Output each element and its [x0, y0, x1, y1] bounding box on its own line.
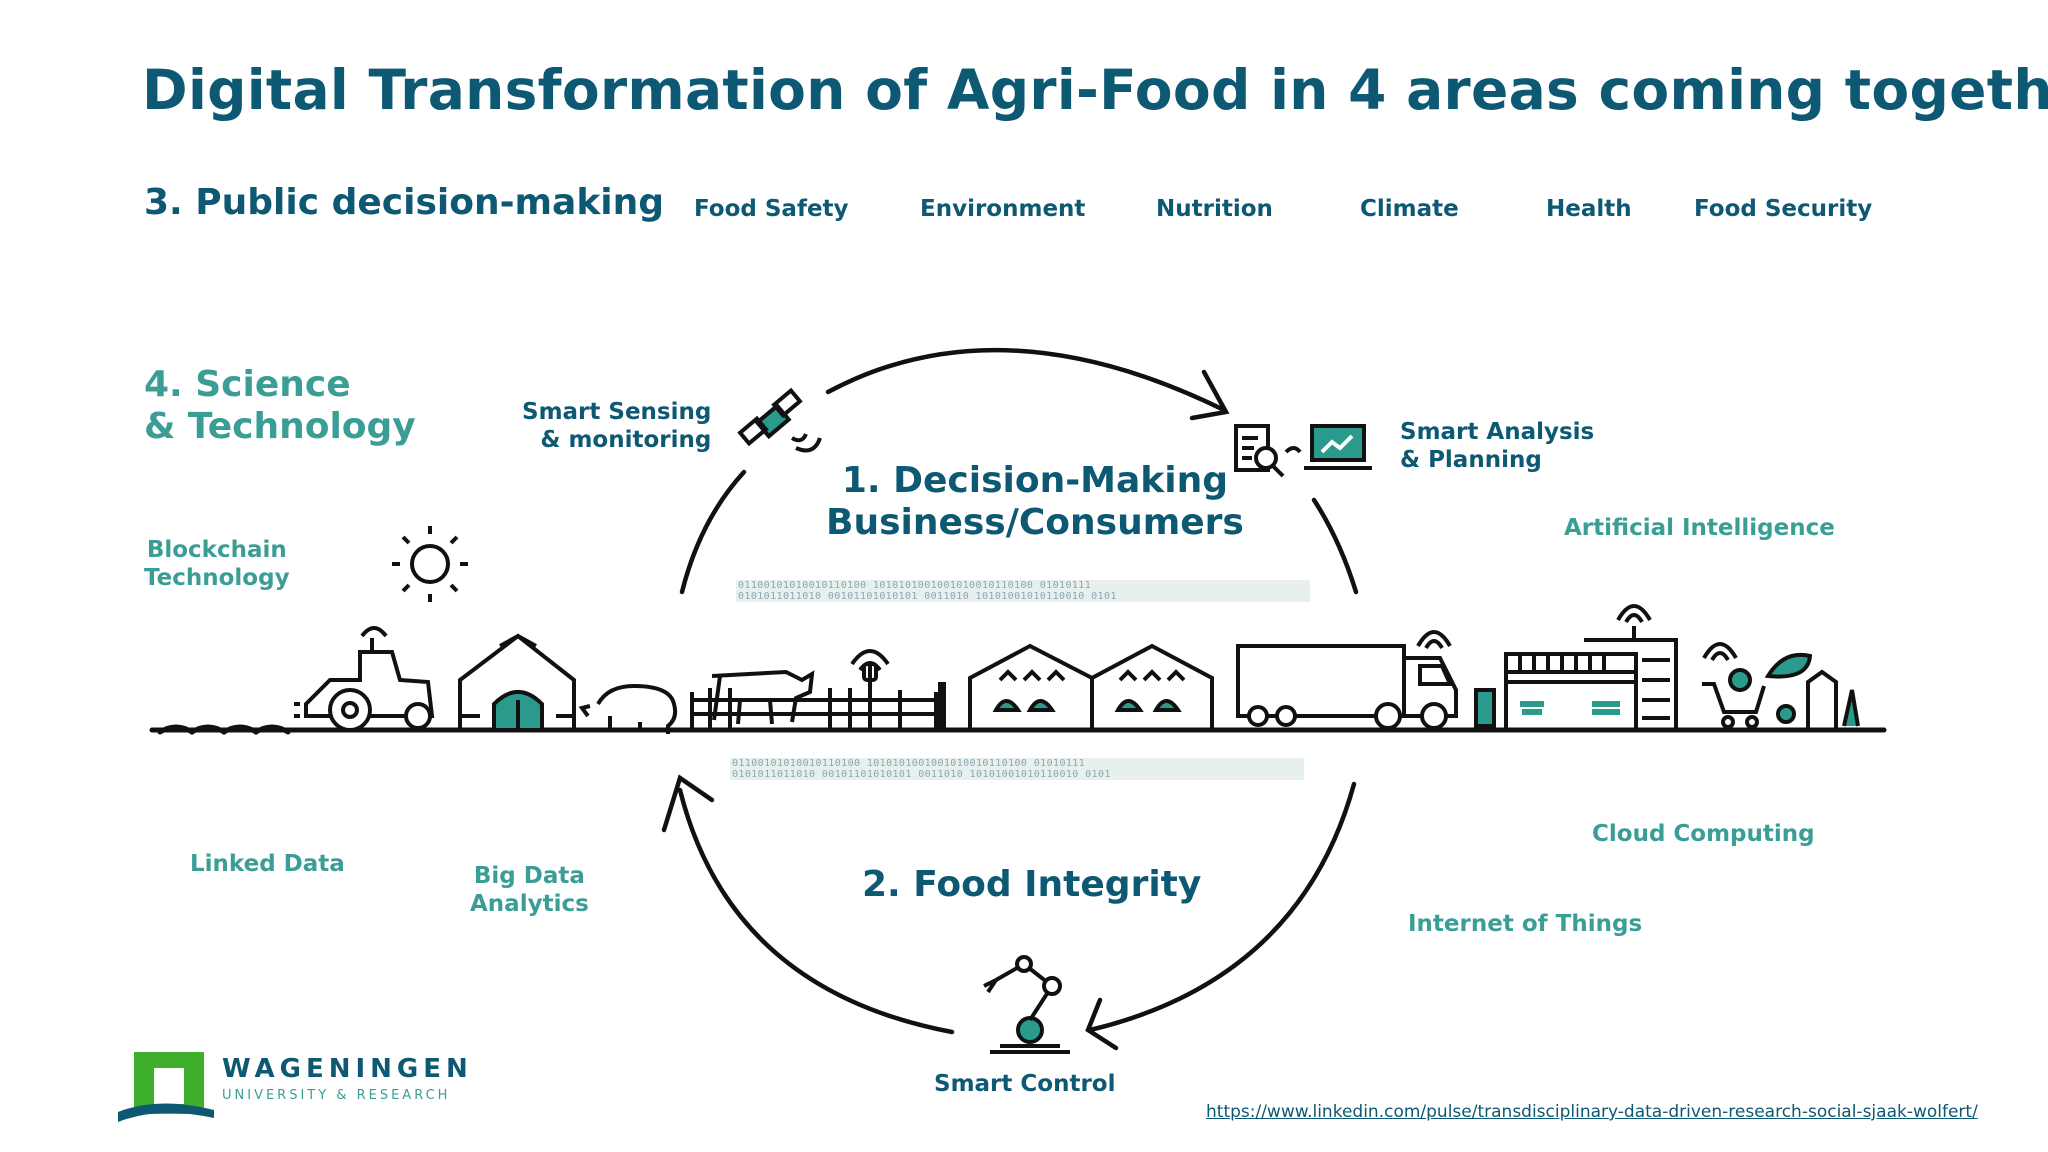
- smart-analysis-line2: & Planning: [1400, 446, 1594, 474]
- greenhouses-icon: [970, 646, 1212, 730]
- tech-iot: Internet of Things: [1408, 910, 1642, 938]
- logo-name: WAGENINGEN: [222, 1054, 473, 1084]
- pig-icon: [582, 686, 675, 734]
- smart-sensing-line1: Smart Sensing: [522, 398, 711, 426]
- robot-arm-icon: [984, 957, 1070, 1052]
- arc-upper-left: [682, 472, 744, 592]
- binary-row: 0101011011010 00101101010101 0011010 101…: [738, 591, 1117, 602]
- topic-climate: Climate: [1360, 196, 1459, 222]
- fence-and-cow: [692, 651, 944, 730]
- smart-sensing-label: Smart Sensing & monitoring: [522, 398, 711, 454]
- topic-environment: Environment: [920, 196, 1085, 222]
- watermelon-icon: [1768, 655, 1810, 677]
- arc-lower-left: [680, 790, 952, 1032]
- tech-blockchain-line1: Blockchain: [144, 536, 290, 564]
- logo-subtitle: UNIVERSITY & RESEARCH: [222, 1088, 450, 1103]
- arc-top-arrow: [828, 350, 1224, 410]
- tech-big-data: Big Data Analytics: [470, 862, 589, 918]
- source-link[interactable]: https://www.linkedin.com/pulse/transdisc…: [1206, 1102, 1978, 1122]
- decision-making-line2: Business/Consumers: [826, 502, 1244, 544]
- binary-row: 01100101010010110100 1010101001001010010…: [738, 580, 1117, 591]
- tech-linked-data: Linked Data: [190, 850, 345, 878]
- binary-band-bg: [730, 580, 1310, 780]
- shop-icon: [1476, 606, 1676, 730]
- smart-analysis-line1: Smart Analysis: [1400, 418, 1594, 446]
- topic-nutrition: Nutrition: [1156, 196, 1273, 222]
- tech-blockchain-line2: Technology: [144, 564, 290, 592]
- truck-icon: [1238, 632, 1456, 728]
- wur-logo-mark: [118, 1052, 214, 1122]
- satellite-icon: [740, 391, 820, 451]
- smart-analysis-label: Smart Analysis & Planning: [1400, 418, 1594, 474]
- food-integrity-label: 2. Food Integrity: [862, 864, 1201, 906]
- tech-big-data-line2: Analytics: [470, 890, 589, 918]
- arc-upper-right: [1314, 500, 1356, 592]
- smart-control-label: Smart Control: [934, 1070, 1115, 1098]
- public-decision-heading: 3. Public decision-making: [144, 182, 664, 223]
- binary-row: 0101011011010 00101101010101 0011010 101…: [732, 769, 1111, 780]
- tractor-icon: [294, 628, 432, 730]
- binary-band-top: 01100101010010110100 1010101001001010010…: [738, 580, 1117, 602]
- sun-icon: [392, 526, 468, 602]
- smart-sensing-line2: & monitoring: [522, 426, 711, 454]
- tech-big-data-line1: Big Data: [470, 862, 589, 890]
- tech-ai: Artificial Intelligence: [1564, 514, 1835, 542]
- binary-row: 01100101010010110100 1010101001001010010…: [732, 758, 1111, 769]
- topic-food-security: Food Security: [1694, 196, 1872, 222]
- science-heading-line1: 4. Science: [144, 364, 416, 406]
- arc-lower-right: [1090, 784, 1354, 1030]
- decision-making-label: 1. Decision-Making Business/Consumers: [826, 460, 1244, 544]
- science-heading-line2: & Technology: [144, 406, 416, 448]
- decision-making-line1: 1. Decision-Making: [826, 460, 1244, 502]
- topic-food-safety: Food Safety: [694, 196, 849, 222]
- tech-blockchain: Blockchain Technology: [144, 536, 290, 592]
- tech-cloud: Cloud Computing: [1592, 820, 1815, 848]
- page-title: Digital Transformation of Agri-Food in 4…: [142, 58, 2048, 122]
- binary-band-bottom: 01100101010010110100 1010101001001010010…: [732, 758, 1111, 780]
- cart-and-produce-icon: [1702, 644, 1858, 730]
- topic-health: Health: [1546, 196, 1632, 222]
- science-heading: 4. Science & Technology: [144, 364, 416, 448]
- analysis-icon: [1236, 426, 1372, 476]
- barn-icon: [460, 636, 574, 730]
